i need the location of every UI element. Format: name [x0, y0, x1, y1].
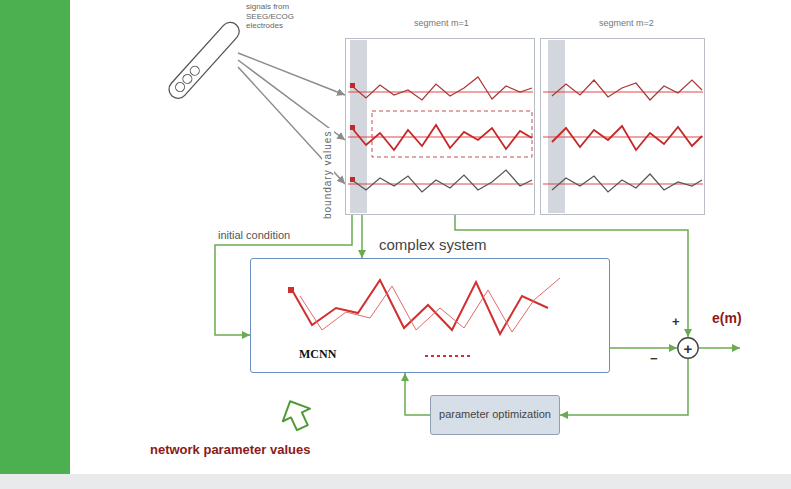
mean-line: [348, 91, 533, 92]
system-box: complex systemMCNN: [250, 258, 610, 373]
mean-lines: [348, 92, 703, 184]
sum-junction: +: [677, 337, 699, 359]
mean-line: [543, 91, 703, 92]
signal-trace: [552, 126, 702, 150]
dashed-window: [372, 111, 532, 157]
axis-label: boundary values: [322, 128, 334, 222]
electrode-contact: [188, 64, 201, 77]
edge-label: initial condition: [218, 229, 290, 242]
connector: [405, 373, 430, 415]
mean-line: [348, 136, 533, 137]
output-arrow: [699, 347, 740, 349]
junction-circle: [678, 338, 698, 358]
caption-note: network parameter values: [150, 442, 310, 458]
mean-line: [348, 183, 533, 184]
mean-line: [543, 183, 703, 184]
signal-trace: [352, 125, 532, 150]
signal-trace: [352, 77, 532, 100]
segment-panel: segment m=2: [540, 38, 705, 215]
signal-name: e(m): [712, 310, 742, 327]
connector: [560, 359, 688, 415]
electrode-contact: [181, 73, 194, 86]
boundary-bar: [350, 40, 367, 213]
heading: segment m=2: [599, 18, 699, 29]
connector: [215, 215, 352, 335]
side-bar: [0, 0, 70, 474]
process-box: parameter optimization: [430, 395, 560, 435]
operator-symbol: +: [677, 341, 699, 356]
dotted-sample: [425, 355, 470, 357]
heading: segment m=1: [414, 18, 524, 29]
electrode-probe: [165, 19, 243, 102]
start-marker: [350, 83, 355, 88]
signal-trace: [352, 170, 532, 192]
signal-trace: [552, 80, 702, 100]
mean-line: [543, 136, 703, 137]
model-trace: [292, 280, 548, 334]
boundary-bar: [548, 40, 565, 213]
model-name: MCNN: [299, 347, 369, 361]
start-marker: [350, 125, 355, 130]
heading: complex system: [379, 236, 579, 254]
bottom-strip: [0, 474, 791, 489]
box-text: parameter optimization: [436, 408, 554, 421]
start-marker: [288, 287, 294, 293]
signal-traces: [352, 77, 702, 192]
electrode-shaft: [165, 19, 243, 102]
signal-trace: [552, 174, 702, 192]
electrode-node: signals from SEEG/ECOG electrodes: [160, 28, 238, 103]
model-traces: [292, 278, 560, 334]
start-marker: [350, 177, 355, 182]
connector: [361, 215, 363, 258]
connector: [610, 347, 677, 349]
connector: [455, 215, 688, 337]
model-trace: [300, 278, 560, 332]
hollow-arrow: [276, 395, 315, 434]
edge-label: −: [650, 351, 658, 367]
electrode-contact: [174, 81, 187, 94]
segment-panel: segment m=1: [345, 38, 535, 215]
connector: [238, 53, 345, 95]
heading: signals from SEEG/ECOG electrodes: [246, 2, 308, 31]
edge-label: +: [672, 314, 680, 330]
